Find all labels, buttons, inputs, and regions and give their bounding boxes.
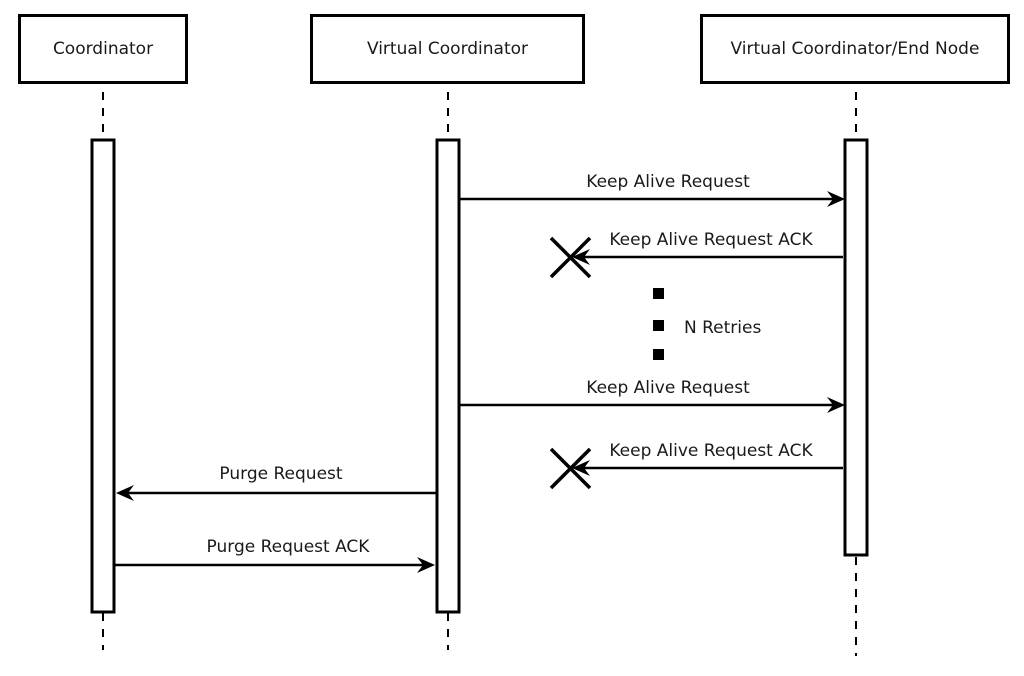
actor-label-virtual-coordinator-end-node: Virtual Coordinator/End Node bbox=[730, 39, 980, 59]
activation-bar-end-node bbox=[843, 138, 869, 557]
arrow-keep-alive-request-2 bbox=[460, 397, 845, 413]
actor-label-virtual-coordinator: Virtual Coordinator bbox=[366, 39, 529, 59]
lost-message-x-icon-1 bbox=[549, 236, 592, 279]
message-label-keep-alive-request-ack-1: Keep Alive Request ACK bbox=[609, 230, 813, 250]
message-label-purge-request-ack: Purge Request ACK bbox=[206, 537, 370, 557]
actor-box-virtual-coordinator-end-node: Virtual Coordinator/End Node bbox=[700, 14, 1010, 84]
actor-label-coordinator: Coordinator bbox=[52, 39, 154, 59]
message-label-keep-alive-request-ack-2: Keep Alive Request ACK bbox=[609, 441, 813, 461]
retries-annotation: N Retries bbox=[684, 318, 762, 338]
actor-box-coordinator: Coordinator bbox=[18, 14, 188, 84]
arrow-keep-alive-request-ack-1 bbox=[549, 236, 843, 279]
actor-box-virtual-coordinator: Virtual Coordinator bbox=[310, 14, 585, 84]
activation-bar-virtual-coordinator bbox=[435, 138, 461, 614]
message-label-purge-request: Purge Request bbox=[219, 464, 343, 484]
arrow-keep-alive-request-ack-2 bbox=[549, 447, 843, 490]
arrow-purge-request-ack bbox=[115, 557, 435, 573]
message-label-keep-alive-request-2: Keep Alive Request bbox=[586, 378, 750, 398]
lost-message-x-icon-2 bbox=[549, 447, 592, 490]
arrow-purge-request bbox=[116, 485, 437, 501]
arrow-keep-alive-request-1 bbox=[460, 191, 845, 207]
retries-ellipsis-icon bbox=[653, 288, 664, 360]
activation-bar-coordinator bbox=[90, 138, 116, 614]
message-label-keep-alive-request-1: Keep Alive Request bbox=[586, 172, 750, 192]
